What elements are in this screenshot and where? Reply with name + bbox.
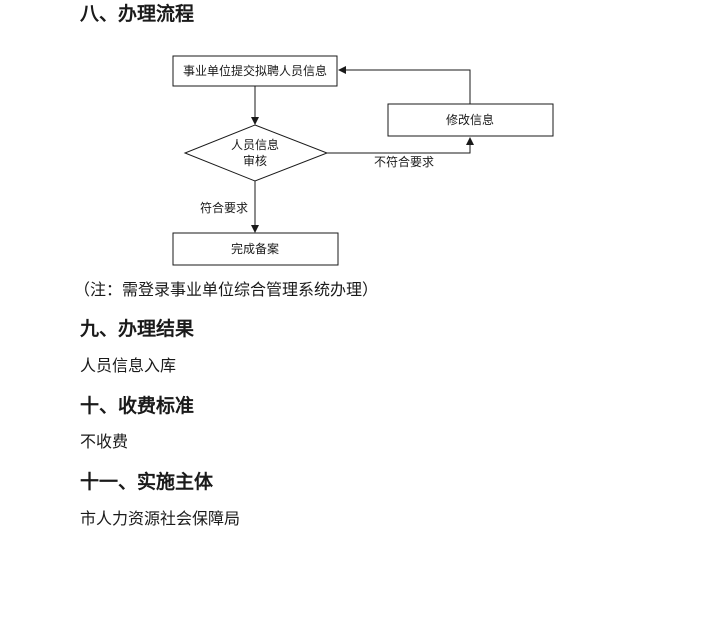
review-label-line1: 人员信息: [231, 137, 279, 152]
review-label-line2: 审核: [243, 153, 267, 168]
arrow-modify-to-submit: [338, 66, 471, 104]
fail-label: 不符合要求: [374, 154, 434, 169]
complete-filing-label: 完成备案: [231, 241, 279, 256]
section-heading-authority: 十一、实施主体: [80, 471, 214, 493]
arrow-review-to-modify: [327, 137, 474, 154]
section-heading-fee: 十、收费标准: [80, 395, 195, 417]
section-content-authority: 市人力资源社会保障局: [80, 509, 241, 528]
section-content-fee: 不收费: [80, 432, 129, 451]
flowchart-note: （注：需登录事业单位综合管理系统办理）: [74, 280, 379, 299]
complete-filing-box: [172, 232, 339, 266]
submit-info-label: 事业单位提交拟聘人员信息: [183, 63, 327, 78]
modify-info-box: [387, 103, 554, 137]
modify-info-label: 修改信息: [446, 112, 494, 127]
process-flowchart: 事业单位提交拟聘人员信息 人员信息 审核 不符合要求 修改信息 符合要求 完成备…: [172, 55, 554, 266]
section-heading-process: 八、办理流程: [80, 3, 195, 25]
submit-info-box: [172, 55, 338, 87]
section-content-result: 人员信息入库: [80, 356, 177, 375]
review-decision-diamond: [183, 124, 329, 182]
section-heading-result: 九、办理结果: [80, 318, 195, 340]
pass-label: 符合要求: [200, 200, 248, 215]
